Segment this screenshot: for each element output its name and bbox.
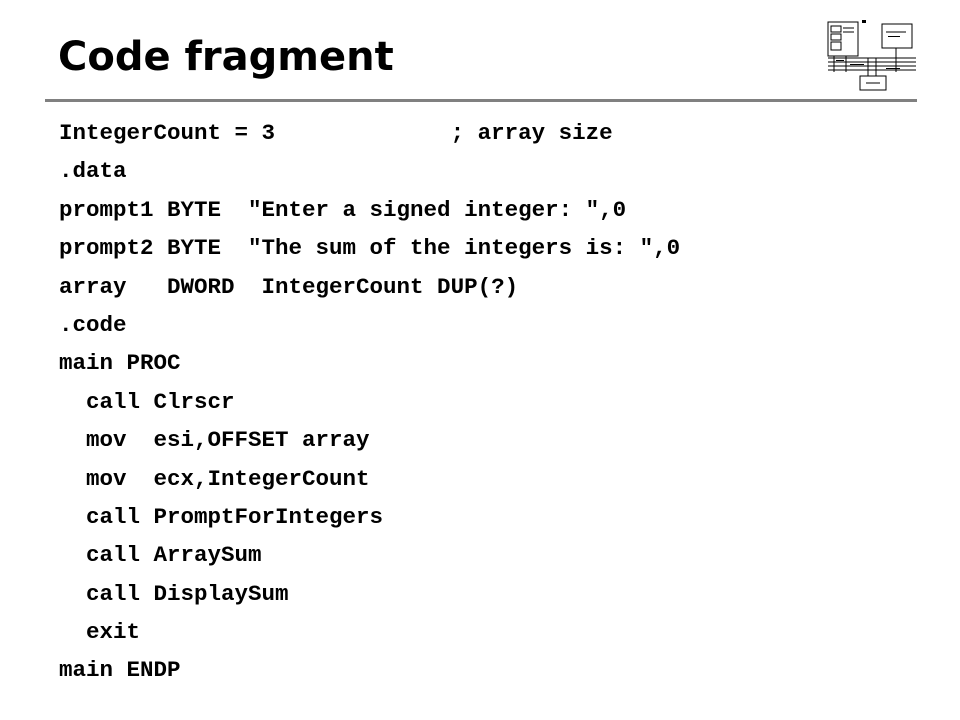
- code-line: call PromptForIntegers: [59, 503, 384, 530]
- title-divider: [45, 99, 917, 102]
- slide-title: Code fragment: [58, 34, 394, 80]
- code-line: mov ecx,IntegerCount: [59, 465, 370, 492]
- code-line: main PROC: [59, 350, 181, 377]
- code-line: call Clrscr: [59, 388, 235, 415]
- code-line: main ENDP: [59, 657, 181, 684]
- code-line: prompt2 BYTE "The sum of the integers is…: [59, 235, 681, 262]
- code-line: exit: [59, 619, 141, 646]
- code-listing: IntegerCount = 3 ; array size .data prom…: [59, 114, 680, 690]
- code-line: call DisplaySum: [59, 580, 289, 607]
- code-line: array DWORD IntegerCount DUP(?): [59, 273, 519, 300]
- code-line: .code: [59, 311, 127, 338]
- code-line: .data: [59, 158, 127, 185]
- code-line: call ArraySum: [59, 542, 262, 569]
- code-line: mov esi,OFFSET array: [59, 427, 370, 454]
- block-diagram-icon: [826, 18, 920, 94]
- code-line: IntegerCount = 3 ; array size: [59, 120, 613, 146]
- code-line: prompt1 BYTE "Enter a signed integer: ",…: [59, 196, 627, 223]
